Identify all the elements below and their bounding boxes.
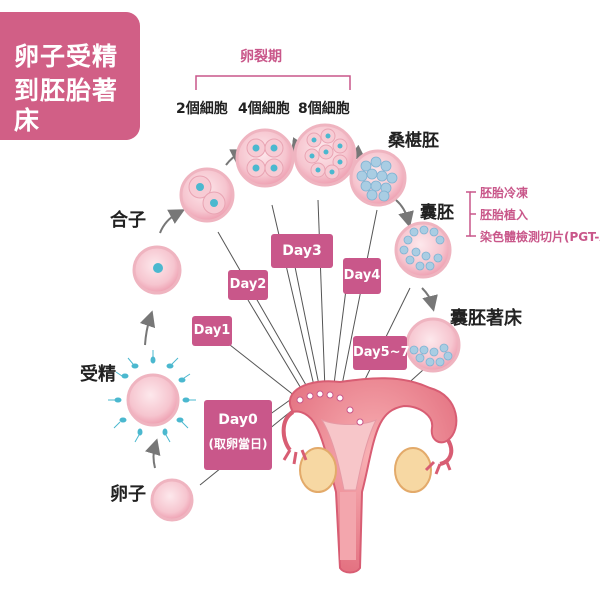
cleavage-bracket: [195, 75, 351, 90]
title-line-2: 到胚胎著床: [14, 76, 119, 135]
fertilization-cell: [108, 350, 196, 443]
day0-label: Day0: [218, 412, 258, 428]
day2-tag: Day2: [228, 270, 268, 300]
egg-cell: [150, 478, 194, 522]
morula-cell: [349, 149, 407, 207]
left-ovary: [299, 447, 337, 493]
eight-cell-embryo: [293, 123, 357, 187]
four-cells-label: 4個細胞: [238, 101, 290, 117]
day3-tag: Day3: [271, 234, 333, 268]
blastocyst-cell: [394, 221, 452, 279]
eight-cells-label: 8個細胞: [298, 101, 350, 117]
implantation-label: 囊胚著床: [450, 308, 522, 329]
blastocyst-label: 囊胚: [420, 203, 454, 223]
two-cells-label: 2個細胞: [176, 101, 228, 117]
option-freeze: 胚胎冷凍: [480, 186, 529, 200]
title-banner: 卵子受精 到胚胎著床: [0, 12, 140, 140]
day0-tag: Day0 (取卵當日): [204, 400, 272, 470]
day4-tag: Day4: [343, 258, 381, 294]
four-cell-embryo: [235, 128, 295, 188]
fertilization-label: 受精: [80, 364, 116, 385]
cleavage-label: 卵裂期: [240, 49, 282, 65]
right-ovary: [394, 447, 432, 493]
uterus-illustration: [281, 377, 458, 574]
day1-tag: Day1: [192, 316, 232, 346]
zygote-cell: [132, 245, 182, 295]
two-cell-embryo: [179, 167, 235, 223]
morula-label: 桑椹胚: [388, 131, 439, 151]
implanting-blastocyst: [405, 317, 461, 373]
option-pgta: 染色體檢測切片(PGT-A): [480, 230, 600, 244]
option-transfer: 胚胎植入: [480, 208, 529, 222]
zygote-label: 合子: [110, 210, 146, 231]
egg-label: 卵子: [110, 484, 146, 505]
day0-sublabel: (取卵當日): [208, 437, 268, 451]
day57-tag: Day5~7: [353, 336, 410, 370]
title-line-1: 卵子受精: [14, 42, 119, 71]
options-bracket: [466, 191, 476, 237]
